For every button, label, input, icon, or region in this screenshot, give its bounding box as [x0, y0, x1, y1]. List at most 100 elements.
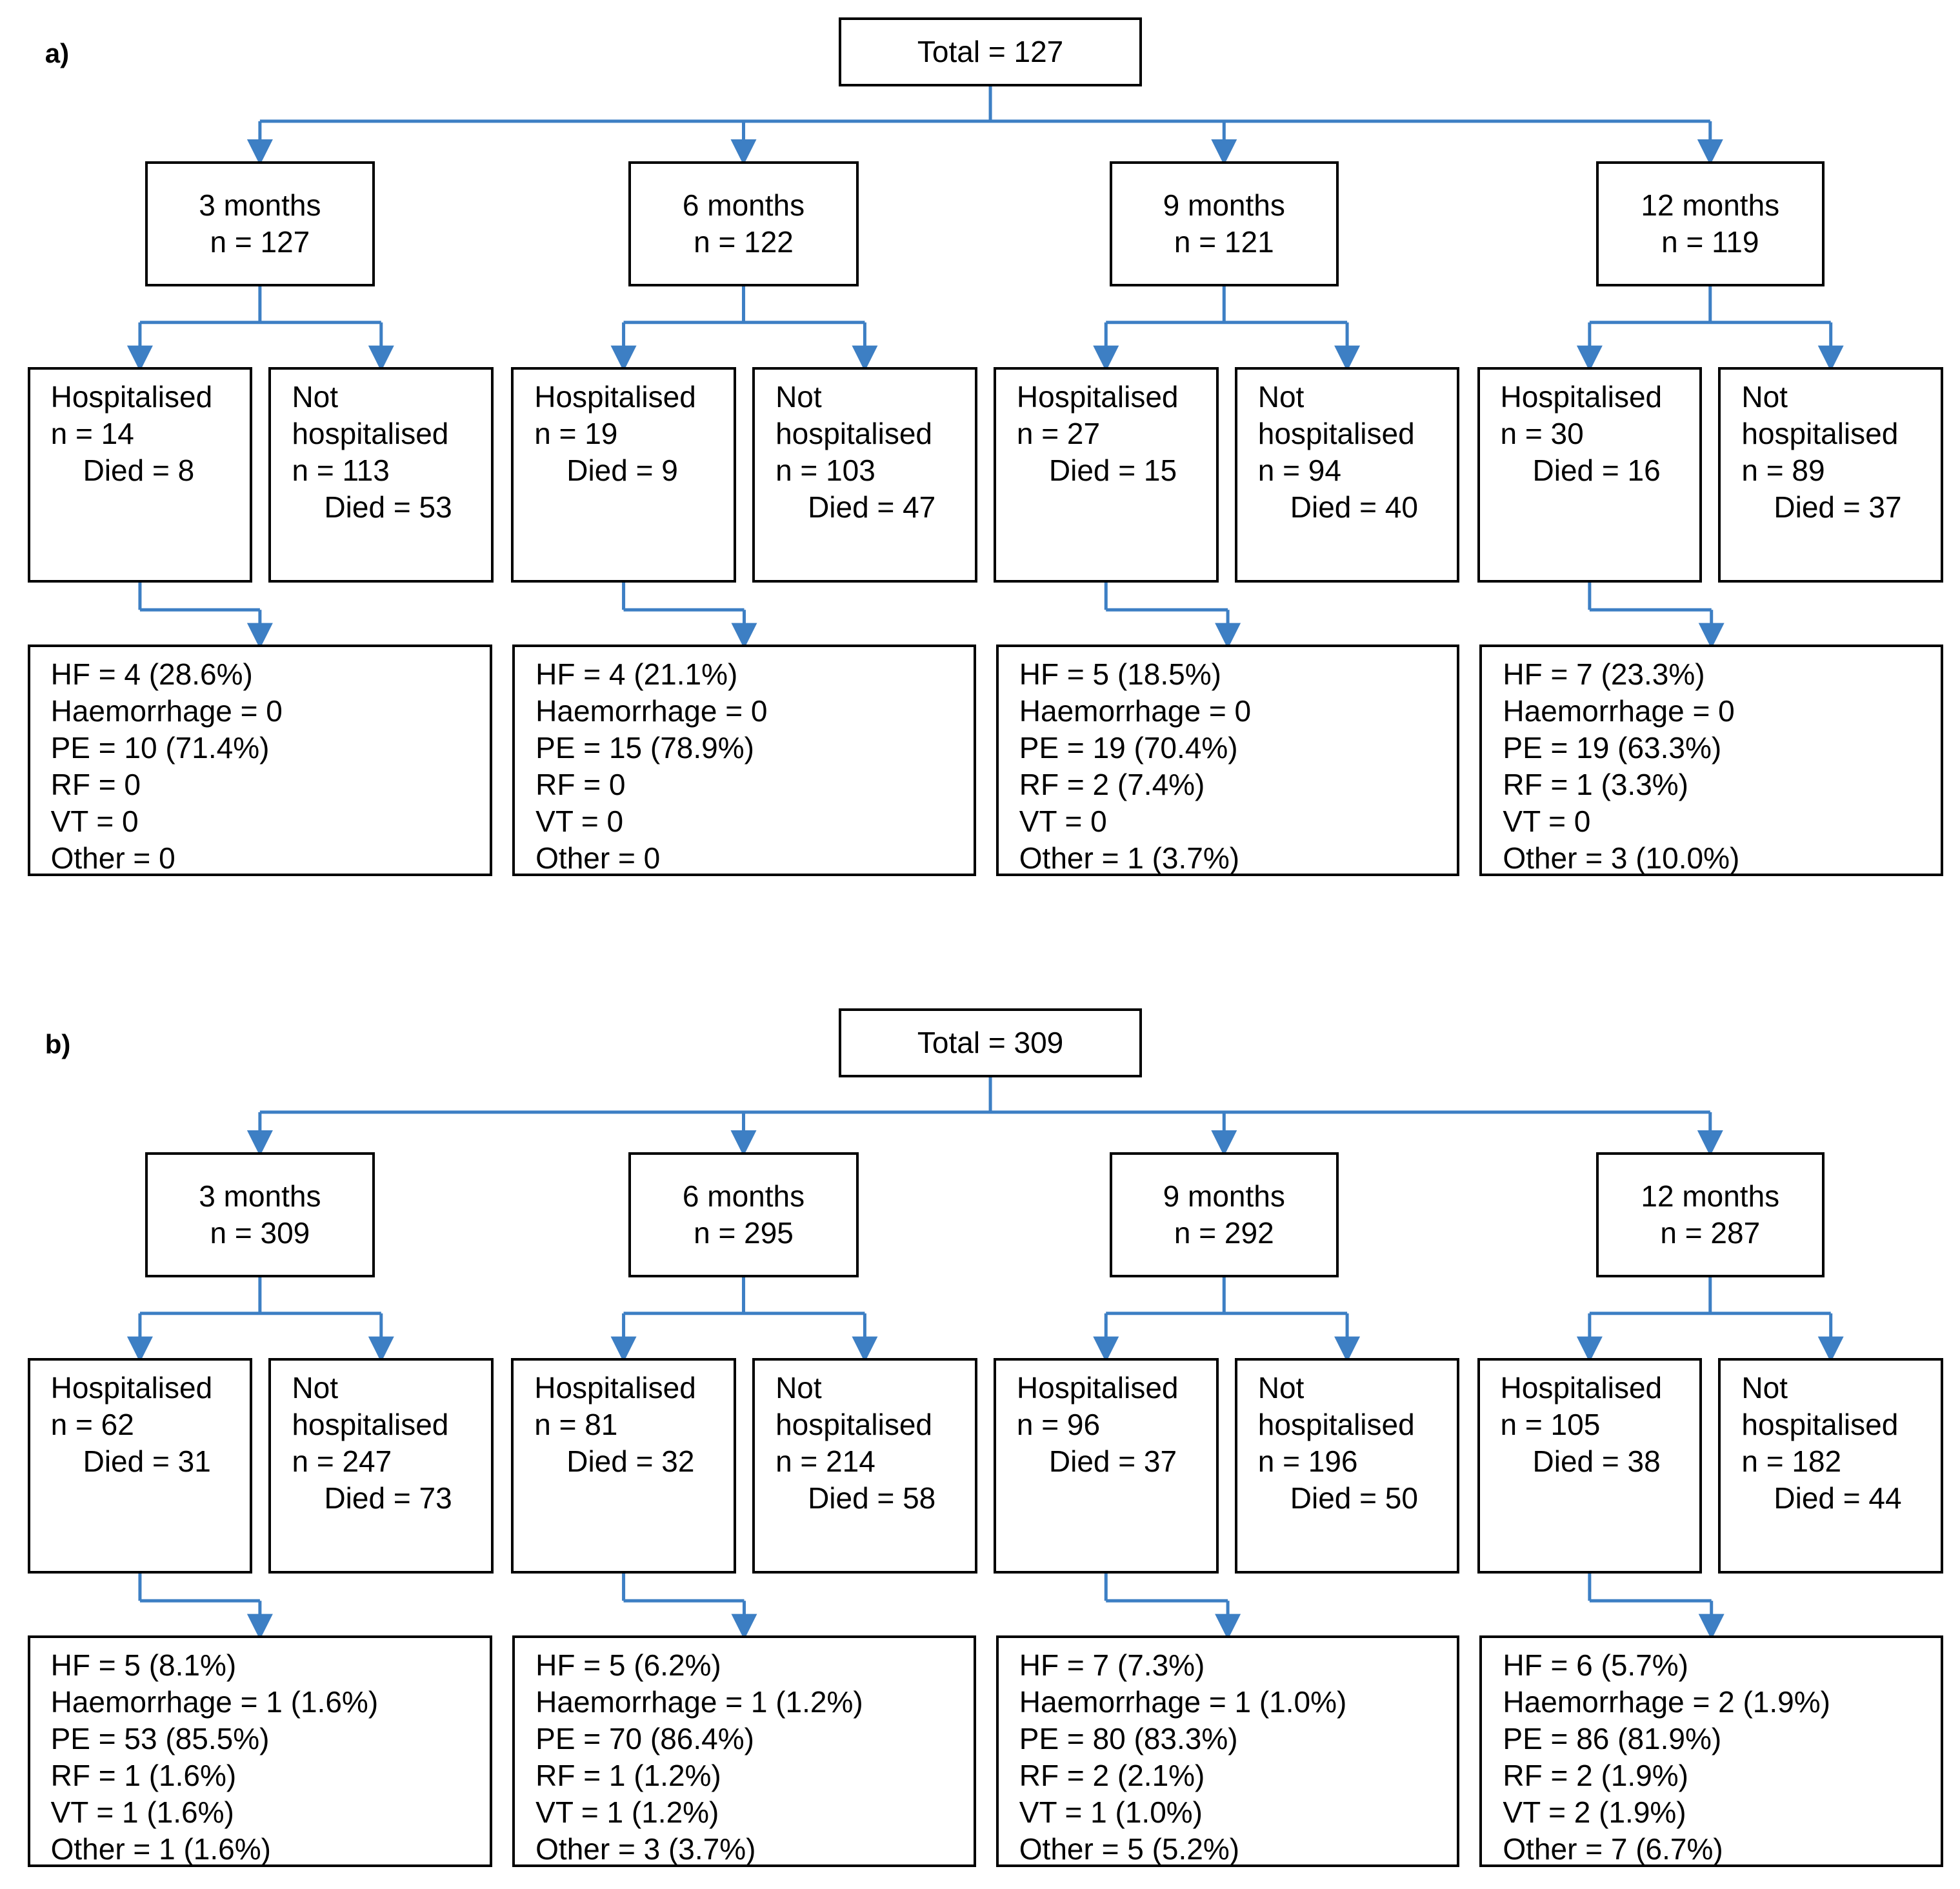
hospitalised-title: Hospitalised	[1500, 380, 1663, 414]
cause-line: Haemorrhage = 0	[1019, 694, 1252, 728]
hospitalised-title: Hospitalised	[50, 380, 213, 414]
hospitalised-n: n = 19	[534, 417, 618, 451]
cause-line: PE = 10 (71.4%)	[50, 731, 270, 765]
cause-line: RF = 2 (2.1%)	[1019, 1759, 1205, 1793]
cause-line: VT = 2 (1.9%)	[1503, 1795, 1686, 1830]
not-hospitalised-title-2: hospitalised	[292, 1408, 449, 1442]
cause-line: Other = 0	[50, 841, 175, 875]
hospitalised-died: Died = 32	[566, 1444, 695, 1479]
hospitalised-died: Died = 15	[1048, 454, 1177, 488]
not-hospitalised-title-2: hospitalised	[1257, 417, 1415, 451]
not-hospitalised-title: Not	[1741, 380, 1788, 414]
causes-box: HF = 7 (7.3%)Haemorrhage = 1 (1.0%)PE = …	[995, 1635, 1460, 1867]
cause-line: HF = 5 (6.2%)	[535, 1648, 721, 1683]
not-hospitalised-title-2: hospitalised	[1741, 417, 1899, 451]
cause-line: PE = 70 (86.4%)	[535, 1722, 754, 1756]
hospitalised-title: Hospitalised	[1016, 380, 1179, 414]
period-title: 3 months	[199, 188, 321, 222]
cause-line: Other = 0	[535, 841, 661, 875]
cause-line: Haemorrhage = 1 (1.2%)	[535, 1685, 863, 1719]
cause-line: RF = 2 (1.9%)	[1503, 1759, 1688, 1793]
cause-line: HF = 4 (28.6%)	[50, 657, 253, 692]
cause-line: Other = 1 (3.7%)	[1019, 841, 1240, 875]
not-hospitalised-n: n = 94	[1257, 454, 1341, 488]
not-hospitalised-title: Not	[1257, 380, 1305, 414]
total-label: Total = 309	[917, 1025, 1064, 1059]
cause-line: HF = 5 (8.1%)	[50, 1648, 237, 1683]
cause-line: RF = 1 (3.3%)	[1503, 768, 1688, 802]
period-n: n = 127	[210, 225, 310, 259]
not-hospitalised-died: Died = 37	[1774, 490, 1902, 525]
period-title: 6 months	[682, 1179, 805, 1213]
cause-line: Other = 3 (3.7%)	[535, 1832, 756, 1866]
cause-line: HF = 7 (23.3%)	[1503, 657, 1705, 692]
hospitalised-died: Died = 8	[83, 454, 195, 488]
hospitalised-died: Died = 9	[566, 454, 678, 488]
cause-line: HF = 6 (5.7%)	[1503, 1648, 1688, 1683]
panel-label: a)	[45, 38, 70, 69]
cause-line: PE = 15 (78.9%)	[535, 731, 754, 765]
period-n: n = 287	[1660, 1215, 1761, 1250]
cause-line: Haemorrhage = 0	[535, 694, 768, 728]
not-hospitalised-title: Not	[775, 380, 822, 414]
period-title: 3 months	[199, 1179, 321, 1213]
not-hospitalised-title: Not	[292, 1371, 339, 1405]
total-box: Total = 309	[838, 1008, 1143, 1077]
hospitalised-n: n = 30	[1500, 417, 1584, 451]
hospitalised-n: n = 81	[534, 1408, 618, 1442]
not-hospitalised-title-2: hospitalised	[775, 417, 932, 451]
period-title: 6 months	[682, 188, 805, 222]
not-hospitalised-title: Not	[1257, 1371, 1305, 1405]
panel-label: b)	[45, 1029, 71, 1060]
hospitalised-title: Hospitalised	[1016, 1371, 1179, 1405]
hospitalised-title: Hospitalised	[534, 380, 696, 414]
causes-box: HF = 6 (5.7%)Haemorrhage = 2 (1.9%)PE = …	[1479, 1635, 1944, 1867]
hospitalised-died: Died = 37	[1048, 1444, 1177, 1479]
causes-box: HF = 5 (6.2%)Haemorrhage = 1 (1.2%)PE = …	[512, 1635, 976, 1867]
cause-line: PE = 86 (81.9%)	[1503, 1722, 1722, 1756]
not-hospitalised-died: Died = 58	[808, 1481, 936, 1515]
not-hospitalised-died: Died = 53	[324, 490, 452, 525]
cause-line: VT = 0	[1019, 805, 1107, 839]
cause-line: HF = 5 (18.5%)	[1019, 657, 1221, 692]
not-hospitalised-title: Not	[292, 380, 339, 414]
not-hospitalised-n: n = 196	[1257, 1444, 1358, 1479]
cause-line: RF = 1 (1.6%)	[50, 1759, 237, 1793]
not-hospitalised-title-2: hospitalised	[1257, 1408, 1415, 1442]
total-label: Total = 127	[917, 34, 1064, 68]
not-hospitalised-n: n = 89	[1741, 454, 1825, 488]
hospitalised-title: Hospitalised	[534, 1371, 696, 1405]
not-hospitalised-title-2: hospitalised	[292, 417, 449, 451]
not-hospitalised-died: Died = 47	[808, 490, 936, 525]
cause-line: Haemorrhage = 0	[50, 694, 283, 728]
cause-line: Other = 1 (1.6%)	[50, 1832, 271, 1866]
cause-line: RF = 1 (1.2%)	[535, 1759, 721, 1793]
cause-line: VT = 0	[1503, 805, 1591, 839]
not-hospitalised-title: Not	[775, 1371, 822, 1405]
not-hospitalised-n: n = 214	[775, 1444, 875, 1479]
period-n: n = 309	[210, 1215, 310, 1250]
not-hospitalised-died: Died = 73	[324, 1481, 452, 1515]
cause-line: Other = 5 (5.2%)	[1019, 1832, 1240, 1866]
not-hospitalised-title: Not	[1741, 1371, 1788, 1405]
not-hospitalised-n: n = 103	[775, 454, 875, 488]
cause-line: PE = 19 (70.4%)	[1019, 731, 1238, 765]
cause-line: RF = 0	[535, 768, 626, 802]
